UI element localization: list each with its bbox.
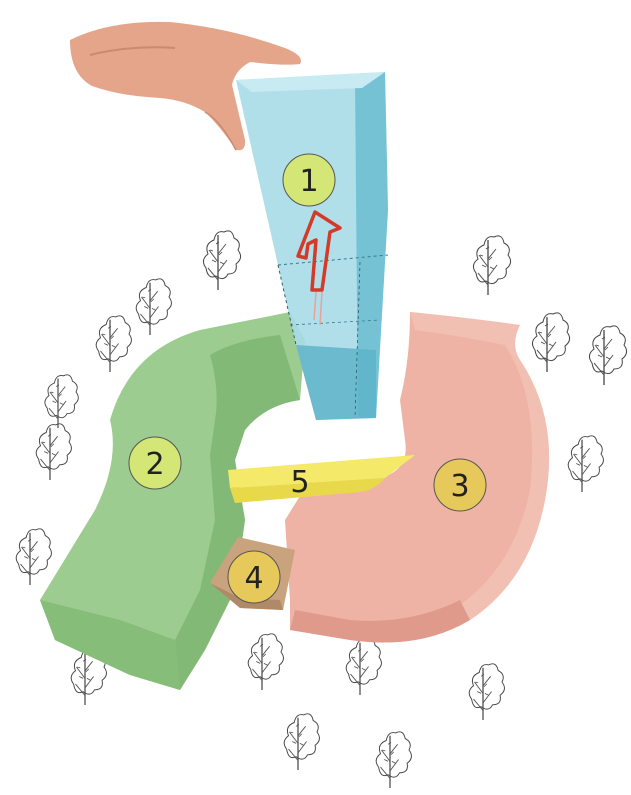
tree-icon bbox=[203, 231, 240, 290]
marker-4: 4 bbox=[228, 551, 280, 603]
marker-1: 1 bbox=[283, 154, 335, 206]
marker-1-label: 1 bbox=[299, 164, 318, 199]
tree-icon bbox=[346, 639, 381, 695]
tree-icon bbox=[16, 529, 51, 585]
tree-icon bbox=[36, 424, 71, 480]
marker-5-label: 5 bbox=[290, 465, 309, 500]
tree-icon bbox=[589, 326, 626, 385]
marker-2: 2 bbox=[129, 437, 181, 489]
marker-3: 3 bbox=[434, 459, 486, 511]
tree-icon bbox=[532, 313, 569, 372]
marker-4-label: 4 bbox=[244, 561, 263, 596]
tree-icon bbox=[96, 316, 131, 372]
tree-icon bbox=[376, 732, 411, 788]
marker-3-label: 3 bbox=[450, 469, 469, 504]
marker-2-label: 2 bbox=[145, 447, 164, 482]
tree-icon bbox=[469, 664, 504, 720]
marker-5: 5 bbox=[290, 465, 309, 500]
tree-icon bbox=[284, 714, 319, 770]
tree-icon bbox=[136, 279, 171, 335]
tree-icon bbox=[248, 634, 283, 690]
tree-icon bbox=[473, 236, 510, 295]
tree-icon bbox=[45, 375, 78, 428]
volume-2-green bbox=[40, 312, 305, 690]
tree-icon bbox=[568, 436, 603, 492]
